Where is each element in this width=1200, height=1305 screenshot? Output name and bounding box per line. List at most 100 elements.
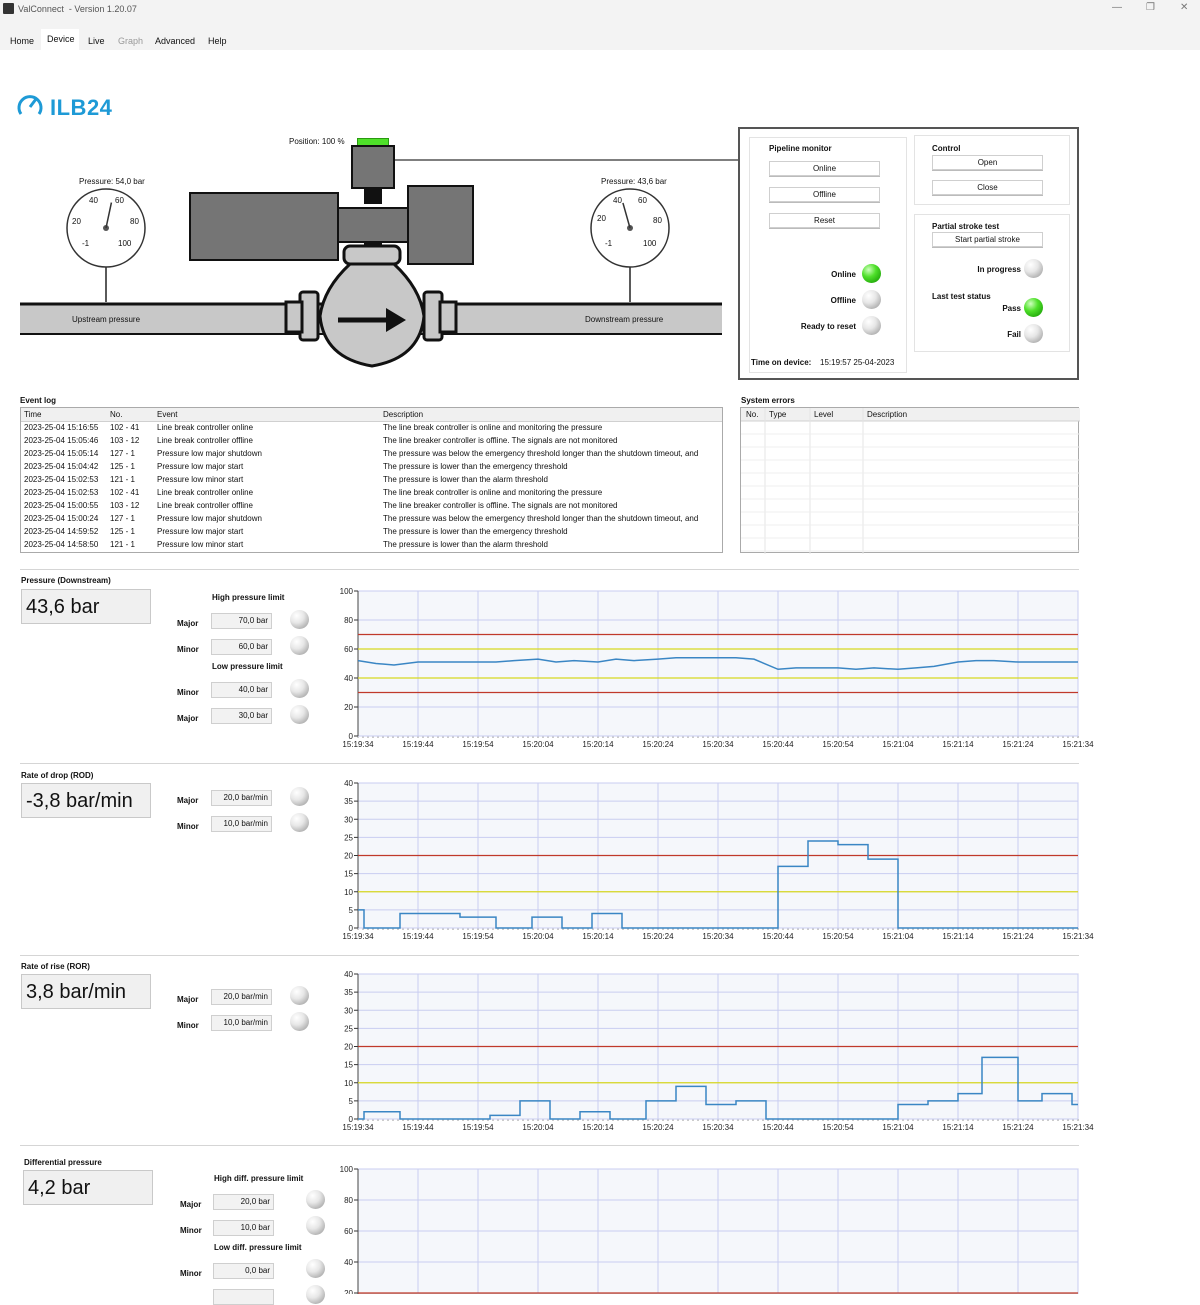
x-tick-label: 15:21:04	[882, 1123, 914, 1132]
upstream-pressure-label: Pressure: 54,0 bar	[79, 177, 145, 186]
rod-major-limit-field[interactable]: 20,0 bar/min	[211, 790, 272, 806]
high-major-limit-field[interactable]: 70,0 bar	[211, 613, 272, 629]
tab-graph[interactable]: Graph	[118, 36, 144, 46]
x-tick-label: 15:20:54	[822, 932, 854, 941]
column-header[interactable]: Description	[867, 410, 908, 419]
valve-diagram	[20, 145, 740, 368]
limit-level-label: Major	[177, 995, 199, 1004]
table-cell: 2023-25-04 15:00:55	[24, 501, 99, 510]
low-major-led-icon	[290, 705, 309, 724]
column-header[interactable]: No.	[746, 410, 759, 419]
maximize-icon[interactable]: ❐	[1146, 2, 1155, 13]
column-header[interactable]: Level	[814, 410, 834, 419]
column-header[interactable]: Description	[380, 408, 722, 422]
ror-major-limit-field[interactable]: 20,0 bar/min	[211, 989, 272, 1005]
offline-button[interactable]: Offline	[769, 187, 880, 202]
x-tick-label: 15:21:24	[1002, 932, 1034, 941]
x-tick-label: 15:19:54	[462, 740, 494, 749]
table-cell: 2023-25-04 15:16:55	[24, 423, 99, 433]
event-log-table[interactable]: Time No. Event Description 2023-25-04 15…	[20, 407, 723, 553]
table-cell: 2023-25-04 14:58:50	[24, 540, 99, 549]
x-tick-label: 15:20:04	[522, 1123, 554, 1132]
minimize-icon[interactable]: —	[1112, 2, 1122, 13]
x-tick-label: 15:20:24	[642, 740, 674, 749]
low-minor-led-icon	[290, 679, 309, 698]
start-partial-stroke-button[interactable]: Start partial stroke	[932, 232, 1043, 247]
close-button[interactable]: Close	[932, 180, 1043, 195]
y-tick-label: 60	[344, 1227, 353, 1236]
column-header[interactable]: No.	[107, 408, 154, 422]
column-header[interactable]: Event	[154, 408, 380, 422]
fail-label: Fail	[1007, 330, 1021, 339]
status-ready-to-reset-label: Ready to reset	[800, 322, 856, 331]
ror-minor-limit-field[interactable]: 10,0 bar/min	[211, 1015, 272, 1031]
low-pressure-limit-title: Low pressure limit	[212, 662, 283, 671]
table-cell: 121 - 1	[110, 475, 135, 484]
ror-value: 3,8 bar/min	[21, 974, 151, 1009]
low-major-limit-field[interactable]: 30,0 bar	[211, 708, 272, 724]
limit-level-label: Minor	[177, 822, 199, 831]
table-cell: The line breaker controller is offline. …	[383, 436, 618, 445]
x-tick-label: 15:21:24	[1002, 740, 1034, 749]
limit-level-label: Minor	[177, 688, 199, 697]
tab-home[interactable]: Home	[10, 36, 35, 46]
y-tick-label: 60	[344, 645, 353, 654]
open-button[interactable]: Open	[932, 155, 1043, 170]
y-tick-label: 0	[349, 732, 354, 741]
fail-led-icon	[1024, 324, 1043, 343]
tab-live[interactable]: Live	[88, 36, 105, 46]
event-log-title: Event log	[20, 396, 57, 405]
table-cell: The pressure is lower than the emergency…	[383, 527, 568, 536]
in-progress-label: In progress	[977, 265, 1021, 274]
table-cell: Pressure low major start	[157, 462, 244, 471]
high-minor-led-icon	[290, 636, 309, 655]
reset-button[interactable]: Reset	[769, 213, 880, 228]
gauge-tick: 100	[643, 239, 657, 248]
table-cell: 2023-25-04 15:02:53	[24, 488, 99, 497]
diff-high-major-limit-field[interactable]: 20,0 bar	[213, 1194, 274, 1210]
high-minor-limit-field[interactable]: 60,0 bar	[211, 639, 272, 655]
gauge-tick: 20	[597, 214, 606, 223]
x-tick-label: 15:19:44	[402, 932, 434, 941]
tab-advanced[interactable]: Advanced	[155, 36, 196, 46]
limit-level-label: Major	[177, 796, 199, 805]
table-cell: 2023-25-04 15:00:24	[24, 514, 99, 523]
diff-low-minor-led-icon	[306, 1259, 325, 1278]
close-icon[interactable]: ✕	[1180, 2, 1189, 13]
column-header[interactable]: Time	[21, 408, 107, 422]
system-errors-grid	[741, 408, 1080, 554]
rod-minor-limit-field[interactable]: 10,0 bar/min	[211, 816, 272, 832]
rod-section-title: Rate of drop (ROD)	[21, 771, 94, 780]
x-tick-label: 15:19:34	[342, 932, 374, 941]
x-tick-label: 15:21:14	[942, 1123, 974, 1132]
low-minor-limit-field[interactable]: 40,0 bar	[211, 682, 272, 698]
system-errors-table[interactable]: No. Type Level Description	[740, 407, 1080, 554]
online-button[interactable]: Online	[769, 161, 880, 176]
diff-low-minor-limit-field[interactable]: 0,0 bar	[213, 1263, 274, 1279]
diff-high-minor-limit-field[interactable]: 10,0 bar	[213, 1220, 274, 1236]
tab-device[interactable]: Device	[47, 34, 75, 44]
diff-high-minor-led-icon	[306, 1216, 325, 1235]
ror-section-title: Rate of rise (ROR)	[21, 962, 90, 971]
x-tick-label: 15:20:24	[642, 1123, 674, 1132]
tab-help[interactable]: Help	[208, 36, 227, 46]
table-cell: 2023-25-04 15:02:53	[24, 475, 99, 484]
pressure-value: 43,6 bar	[21, 589, 151, 624]
y-tick-label: 40	[344, 1258, 353, 1267]
column-header[interactable]: Type	[769, 410, 787, 419]
diff-low-major-limit-field[interactable]	[213, 1289, 274, 1305]
